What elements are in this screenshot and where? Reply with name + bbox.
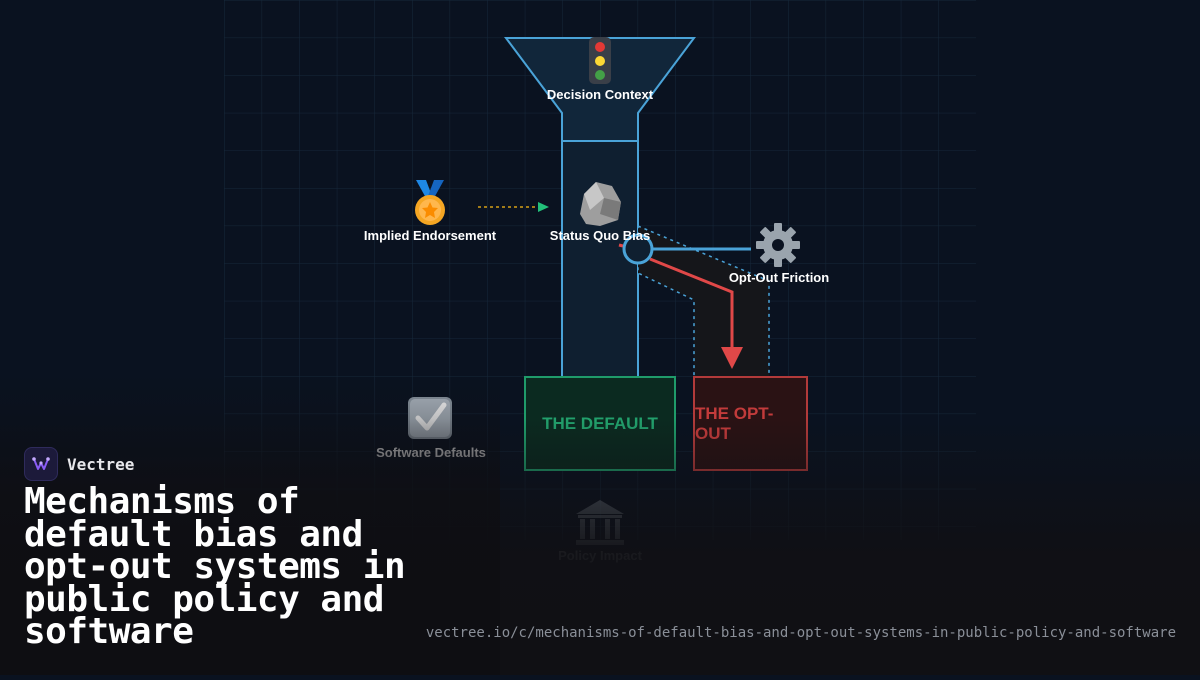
opt-out-stub xyxy=(618,243,624,248)
default-outcome-label: THE DEFAULT xyxy=(542,413,658,433)
software-defaults-label: Software Defaults xyxy=(376,445,486,460)
gear-icon xyxy=(756,223,800,267)
decision-context-label: Decision Context xyxy=(546,87,654,102)
status-quo-bias-label: Status Quo Bias xyxy=(549,228,651,243)
brand: Vectree xyxy=(24,447,134,481)
opt-out-outcome-label: THE OPT-OUT xyxy=(695,403,774,443)
opt-out-outcome-box: THE OPT-OUT xyxy=(693,376,808,471)
implied-endorsement-label: Implied Endorsement xyxy=(363,228,497,243)
source-url[interactable]: vectree.io/c/mechanisms-of-default-bias-… xyxy=(425,625,1176,641)
brand-name: Vectree xyxy=(67,454,135,474)
default-outcome-box: THE DEFAULT xyxy=(524,376,676,471)
policy-impact-label: Policy Impact xyxy=(558,548,642,563)
check-box-icon xyxy=(408,397,452,439)
traffic-light-icon xyxy=(589,37,611,84)
page-title: Mechanisms of default bias and opt-out s… xyxy=(24,481,406,652)
opt-out-friction-label: Opt-Out Friction xyxy=(728,270,830,285)
vectree-logo-icon xyxy=(24,447,58,481)
